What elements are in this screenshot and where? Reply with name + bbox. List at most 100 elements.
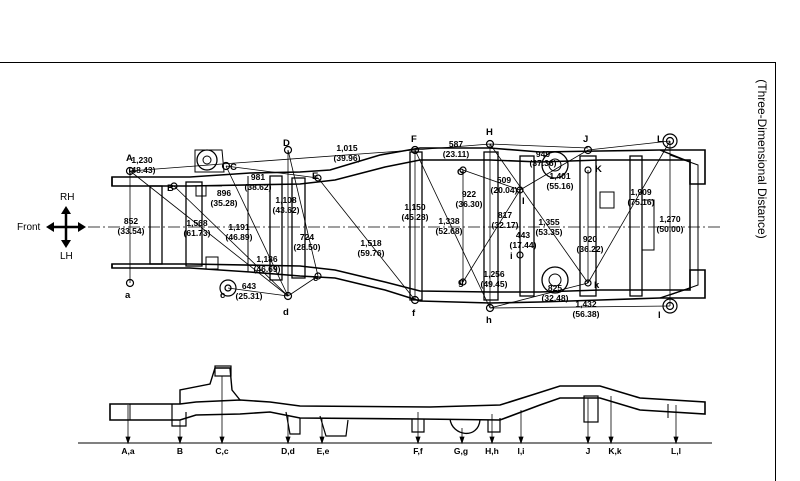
arrow-up-icon bbox=[61, 206, 71, 214]
point-h: h bbox=[486, 315, 492, 326]
arrow-right-icon bbox=[78, 222, 86, 232]
dim-896: 896 bbox=[217, 188, 231, 198]
dim-1256-in: (49.45) bbox=[481, 279, 508, 289]
dim-922-in: (36.30) bbox=[456, 199, 483, 209]
dim-825: 825 bbox=[548, 283, 562, 293]
dim-920: 920 bbox=[583, 234, 597, 244]
dim-1150: 1,150 bbox=[404, 202, 426, 212]
dim-1355: 1,355 bbox=[538, 217, 560, 227]
frame-plan-view bbox=[111, 133, 706, 314]
dim-817: 817 bbox=[498, 210, 512, 220]
dim-1401: 1,401 bbox=[549, 171, 571, 181]
point-k: k bbox=[594, 280, 600, 291]
dim-1186: 1,186 bbox=[256, 254, 278, 264]
dim-1568-in: (61.73) bbox=[184, 228, 211, 238]
dim-1518: 1,518 bbox=[360, 238, 382, 248]
point-B: B bbox=[167, 183, 174, 194]
frame-side-view bbox=[109, 365, 706, 437]
dim-1108: 1,108 bbox=[275, 195, 297, 205]
side-label-Kk: K,k bbox=[608, 446, 622, 456]
dim-896-in: (35.28) bbox=[211, 198, 238, 208]
dim-1230: 1,230 bbox=[131, 155, 153, 165]
dim-949-in: (37.36) bbox=[530, 158, 557, 168]
measurement-lines bbox=[129, 140, 671, 309]
dim-724: 724 bbox=[300, 232, 314, 242]
dim-1191-in: (46.89) bbox=[226, 232, 253, 242]
arrow-left-icon bbox=[46, 222, 54, 232]
side-view-labels: A,a B C,c D,d E,e F,f G,g H,h I,i J K,k … bbox=[121, 446, 681, 456]
point-letters: A B C D E F G H I J K L a c d e f g h i … bbox=[125, 127, 663, 326]
dim-1909-in: (75.16) bbox=[628, 197, 655, 207]
side-label-B: B bbox=[177, 446, 183, 456]
dim-1518-in: (59.76) bbox=[358, 248, 385, 258]
dim-1338: 1,338 bbox=[438, 216, 460, 226]
point-E: E bbox=[312, 171, 318, 182]
dim-443-in: (17.44) bbox=[510, 240, 537, 250]
dim-587-in: (23.11) bbox=[443, 149, 470, 159]
point-D: D bbox=[283, 138, 290, 149]
dim-724-in: (28.50) bbox=[294, 242, 321, 252]
arrow-down-icon bbox=[61, 240, 71, 248]
point-I: I bbox=[522, 196, 525, 207]
rh-label: RH bbox=[60, 192, 74, 203]
point-J: J bbox=[583, 134, 588, 145]
dim-1338-in: (52.68) bbox=[436, 226, 463, 236]
side-label-Hh: H,h bbox=[485, 446, 499, 456]
dim-1015: 1,015 bbox=[336, 143, 358, 153]
dim-949: 949 bbox=[536, 149, 550, 159]
point-f: f bbox=[412, 308, 416, 319]
dim-643: 643 bbox=[242, 281, 256, 291]
dim-587: 587 bbox=[449, 139, 463, 149]
side-label-Dd: D,d bbox=[281, 446, 295, 456]
point-i: i bbox=[510, 251, 513, 262]
side-label-Cc: C,c bbox=[215, 446, 229, 456]
dim-922: 922 bbox=[462, 189, 476, 199]
dim-1015-in: (39.96) bbox=[334, 153, 361, 163]
dim-1432-in: (56.38) bbox=[573, 309, 600, 319]
dim-443: 443 bbox=[516, 230, 530, 240]
dim-1401-in: (55.16) bbox=[547, 181, 574, 191]
point-A: A bbox=[126, 153, 133, 164]
dim-817-in: (32.17) bbox=[492, 220, 519, 230]
dim-852-in: (33.54) bbox=[118, 226, 145, 236]
point-G: G bbox=[457, 167, 464, 178]
dim-509-in: (20.04) bbox=[491, 185, 518, 195]
dim-643-in: (25.31) bbox=[236, 291, 263, 301]
dim-1270-in: (50.00) bbox=[657, 224, 684, 234]
point-C: C bbox=[230, 162, 237, 173]
point-L: L bbox=[657, 134, 663, 145]
dim-852: 852 bbox=[124, 216, 138, 226]
side-label-J: J bbox=[586, 446, 591, 456]
point-c: c bbox=[220, 290, 225, 301]
dim-1191: 1,191 bbox=[228, 222, 250, 232]
point-F: F bbox=[411, 134, 417, 145]
dim-920-in: (36.22) bbox=[577, 244, 604, 254]
dim-1568: 1,568 bbox=[186, 218, 208, 228]
dim-1355-in: (53.35) bbox=[536, 227, 563, 237]
dim-825-in: (32.48) bbox=[542, 293, 569, 303]
dim-1256: 1,256 bbox=[483, 269, 505, 279]
side-label-Ii: I,i bbox=[517, 446, 524, 456]
point-e: e bbox=[313, 273, 318, 284]
side-label-Ee: E,e bbox=[317, 446, 330, 456]
diagram-frame bbox=[0, 62, 776, 481]
side-label-Ff: F,f bbox=[413, 446, 423, 456]
point-K: K bbox=[595, 164, 602, 175]
side-label-Gg: G,g bbox=[454, 446, 468, 456]
dim-1150-in: (45.28) bbox=[402, 212, 429, 222]
point-H: H bbox=[486, 127, 493, 138]
front-label: Front bbox=[17, 222, 41, 233]
measurement-points bbox=[125, 136, 675, 313]
direction-indicator: RH LH Front bbox=[17, 192, 86, 262]
dim-1270: 1,270 bbox=[659, 214, 681, 224]
dim-1432: 1,432 bbox=[575, 299, 597, 309]
dim-1186-in: (46.69) bbox=[254, 264, 281, 274]
dim-1108-in: (43.62) bbox=[273, 205, 300, 215]
dim-1230-in: (48.43) bbox=[129, 165, 156, 175]
lh-label: LH bbox=[60, 251, 73, 262]
dimension-labels: 1,230 (48.43) 1,015 (39.96) 587 (23.11) … bbox=[118, 139, 684, 319]
side-label-Aa: A,a bbox=[121, 446, 135, 456]
dim-981-in: (38.62) bbox=[245, 182, 272, 192]
point-g: g bbox=[458, 277, 464, 288]
